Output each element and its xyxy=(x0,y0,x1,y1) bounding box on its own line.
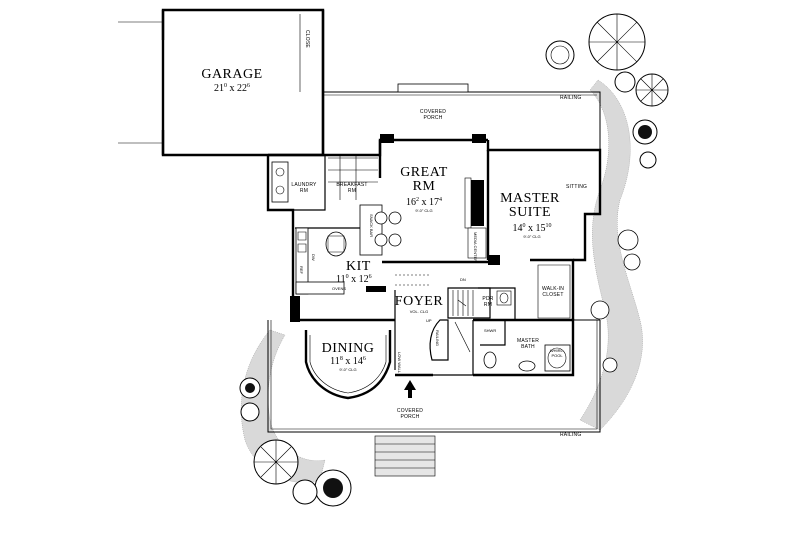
shrub xyxy=(617,229,639,251)
dining-dimensions: 118 x 146 xyxy=(330,356,366,367)
bath-fixtures xyxy=(483,290,571,372)
master-suite-ceiling: 9'-0" CLG xyxy=(523,234,540,239)
covered-porch-bottom xyxy=(267,319,601,477)
kitchen-island xyxy=(325,231,347,257)
shrub xyxy=(602,357,618,373)
stair-up-label: UP xyxy=(426,318,432,323)
stair-dn-label: DN xyxy=(460,277,466,282)
shrub xyxy=(590,300,610,320)
garage-name: GARAGE xyxy=(201,67,262,82)
dw-label: DW xyxy=(311,254,316,261)
shrub xyxy=(550,45,570,65)
stair-railing-label: RAILING xyxy=(435,330,440,346)
sitting-label: SITTING xyxy=(566,184,587,190)
ref-label: REF xyxy=(299,266,304,275)
media-center-label: MEDIA CENTER xyxy=(473,232,478,262)
shrub xyxy=(240,402,260,422)
shower-label: SHWR xyxy=(484,328,496,333)
dining-name: DINING xyxy=(322,341,375,356)
shrub xyxy=(292,479,318,505)
shrub xyxy=(545,40,575,70)
landscaping-right xyxy=(545,13,669,431)
shrub xyxy=(245,383,255,393)
shrub xyxy=(623,253,641,271)
master-suite-dimensions: 140 x 1510 xyxy=(513,223,552,234)
snack-bar-label: SNACK BAR xyxy=(369,214,374,237)
shrub xyxy=(638,125,652,139)
ovens-label: OVENS xyxy=(332,286,346,291)
foyer-name: FOYER xyxy=(395,294,444,309)
great-room-dimensions: 162 x 174 xyxy=(406,197,442,208)
kitchen-name: KIT xyxy=(346,259,371,274)
entry-arrow-icon xyxy=(404,380,416,398)
dining-ceiling: 9'-0" CLG xyxy=(339,367,356,372)
low-wall-label: LOW WALL xyxy=(397,352,402,374)
railing-bottom-label: RAILING xyxy=(560,432,581,438)
railing-top-label: RAILING xyxy=(560,95,581,101)
foyer-ceiling: VOL. CLG xyxy=(410,309,428,314)
close-label: CLOSE xyxy=(304,30,310,48)
great-room-ceiling: 9'-0" CLG xyxy=(415,208,432,213)
house-walls xyxy=(266,134,602,400)
kitchen-dimensions: 110 x 126 xyxy=(336,274,372,285)
shrub xyxy=(614,71,636,93)
garage-dimensions: 210 x 226 xyxy=(214,83,250,94)
tree xyxy=(323,478,343,498)
shrub xyxy=(639,151,657,169)
kitchen-fixtures xyxy=(271,155,402,295)
whirlpool-label: WHIRL-POOL xyxy=(550,348,565,358)
